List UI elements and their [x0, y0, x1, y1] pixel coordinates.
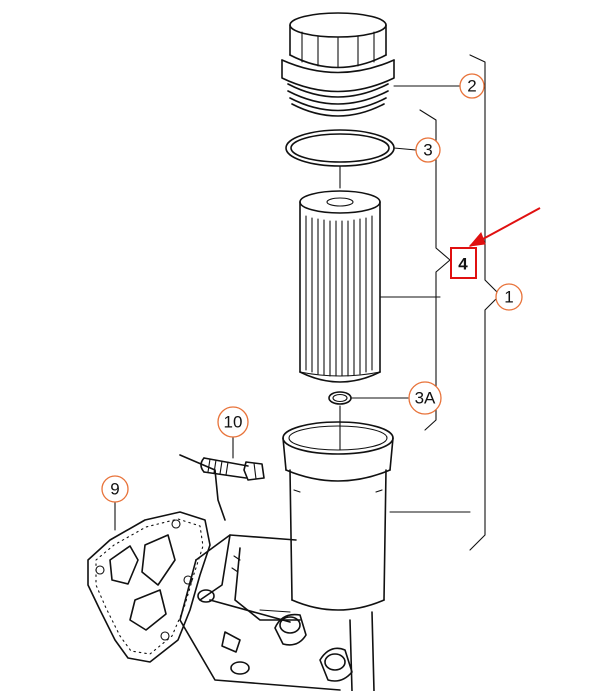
callout-10: 10 [217, 406, 249, 438]
callout-10-label: 10 [224, 413, 243, 432]
part-mounting-block [179, 534, 375, 691]
callout-2-label: 2 [467, 77, 476, 96]
part-filter-cap [281, 12, 395, 117]
part-filter-housing [282, 421, 394, 611]
callout-1: 1 [495, 283, 523, 311]
callout-4-label: 4 [458, 255, 468, 274]
callout-2: 2 [459, 73, 485, 99]
bracket-group-1 [469, 54, 501, 551]
part-gasket [87, 511, 211, 663]
part-bolt [179, 454, 265, 521]
part-filter-element [299, 190, 381, 383]
part-large-o-ring [285, 129, 395, 167]
part-small-o-ring [328, 391, 352, 405]
callout-3-label: 3 [423, 141, 432, 160]
highlight-arrow-head [468, 232, 486, 247]
callout-9: 9 [101, 475, 129, 503]
callout-9-label: 9 [110, 480, 119, 499]
callout-3: 3 [415, 137, 441, 163]
callout-1-label: 1 [504, 288, 513, 307]
leader-3 [393, 147, 417, 151]
callout-3a: 3A [408, 381, 442, 415]
callout-3a-label: 3A [415, 389, 436, 408]
callout-4: 4 [450, 247, 477, 279]
